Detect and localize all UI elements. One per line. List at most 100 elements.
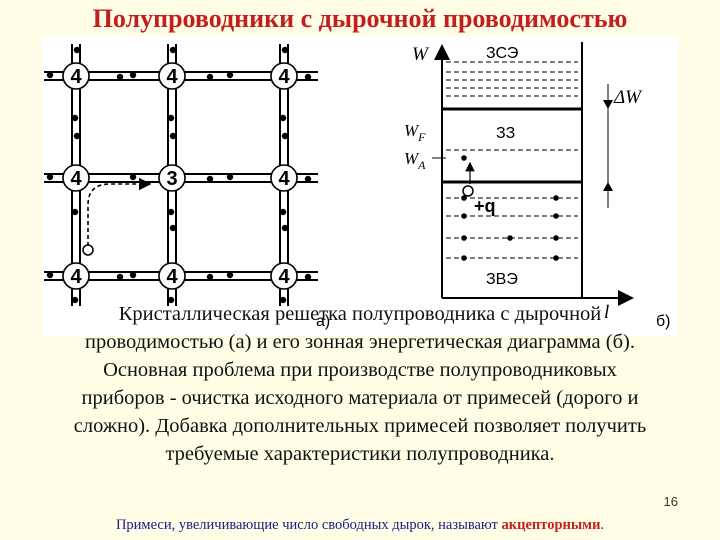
lattice-atom-circle: [62, 164, 90, 192]
lattice-atom: 4: [270, 262, 298, 290]
bond-electron: [279, 296, 287, 304]
hole-path: [87, 177, 152, 246]
bond-electron: [279, 114, 287, 122]
bond-electron: [116, 273, 124, 281]
bond-electron: [129, 173, 137, 181]
bond-electron: [129, 271, 137, 279]
bond-electron: [167, 208, 175, 216]
caption-line-5: сложно). Добавка дополнительных примесей…: [73, 415, 647, 437]
lattice-panel-label: а): [316, 313, 330, 330]
band-panel-label: б): [656, 313, 671, 330]
bond-electron: [281, 132, 289, 140]
acceptor-level-sub: А: [417, 158, 426, 172]
bond-electron: [206, 273, 214, 281]
lattice-atom-circle: [158, 164, 186, 192]
energy-axis-label: W: [412, 44, 430, 65]
acceptor-dots: [461, 155, 467, 161]
bond-electron: [71, 208, 79, 216]
bond-electron: [279, 208, 287, 216]
band-diagram: W l ЗСЭ ЗЗ WF WА +q: [404, 42, 671, 330]
lattice-atom-label: 4: [278, 66, 290, 88]
valence-electron: [461, 255, 467, 261]
footnote-text: Примеси, увеличивающие число свободных д…: [115, 517, 502, 533]
bond-electron: [206, 73, 214, 81]
lattice-atom-circle: [62, 62, 90, 90]
caption-line-2: проводимостью (а) и его зонная энергетич…: [85, 331, 635, 353]
lattice-atom: 4: [158, 62, 186, 90]
bond-electron: [129, 71, 137, 79]
hole-marker: [82, 244, 94, 256]
bond-electron: [304, 175, 312, 183]
valence-electron: [553, 255, 559, 261]
lattice-atom: 4: [270, 62, 298, 90]
lattice-atom: 4: [62, 262, 90, 290]
bond-electron: [226, 71, 234, 79]
lattice-atom-label: 4: [70, 168, 82, 190]
caption-line-6: требуемые характеристики полупроводника.: [165, 443, 555, 465]
lattice-atom: 4: [270, 164, 298, 192]
bond-electron: [169, 46, 177, 54]
lattice-atom-label: 4: [278, 266, 290, 288]
crystal-lattice: 4 4 4 4 3 4 4 4 4 а): [44, 44, 330, 330]
caption-line-1: Кристаллическая решетка полупроводника с…: [118, 303, 602, 325]
bond-electron: [169, 132, 177, 140]
lattice-atom-circle: [62, 262, 90, 290]
valence-electron: [553, 213, 559, 219]
lattice-atom-circle: [158, 262, 186, 290]
lattice-atom-circle: [158, 62, 186, 90]
lattice-atom-label: 4: [278, 168, 290, 190]
page-number: 16: [663, 494, 678, 509]
forbidden-band-label: ЗЗ: [496, 125, 515, 142]
fermi-level-label: WF: [404, 121, 426, 144]
bond-electron: [169, 224, 177, 232]
lattice-atom: 4: [62, 62, 90, 90]
valence-electron: [507, 235, 513, 241]
valence-hole: [462, 185, 474, 197]
slide-title: Полупроводники с дырочной проводимостью: [92, 4, 628, 33]
lattice-atom-circle: [270, 164, 298, 192]
bond-electron: [46, 71, 54, 79]
lattice-atom-label: 4: [166, 66, 178, 88]
acceptor-level-label: WА: [404, 149, 426, 172]
bond-electron: [206, 175, 214, 183]
valence-electron: [461, 235, 467, 241]
footnote-emphasis: акцепторными: [501, 517, 601, 533]
bond-electron: [226, 271, 234, 279]
bond-electron: [73, 46, 81, 54]
lattice-atom: 3: [158, 164, 186, 192]
lattice-atom-label: 4: [70, 66, 82, 88]
footnote: Примеси, увеличивающие число свободных д…: [0, 517, 720, 534]
lattice-atom-label: 3: [166, 168, 177, 190]
lattice-atom-label: 4: [70, 266, 82, 288]
bond-electron: [46, 173, 54, 181]
bond-electron: [71, 114, 79, 122]
valence-electron: [461, 213, 467, 219]
valence-electron: [553, 195, 559, 201]
conduction-band-label: ЗСЭ: [486, 45, 518, 62]
bond-electron: [304, 273, 312, 281]
lattice-atom: 4: [158, 262, 186, 290]
bond-electron: [304, 73, 312, 81]
valence-electrons: [461, 195, 559, 261]
valence-band-label: ЗВЭ: [486, 271, 518, 288]
coordinate-axis-label: l: [604, 302, 609, 323]
lattice-atom-circle: [270, 262, 298, 290]
lattice-atom-label: 4: [166, 266, 178, 288]
fermi-level-sub: F: [417, 130, 426, 144]
bond-electron: [116, 73, 124, 81]
valence-electron: [553, 235, 559, 241]
bond-electron: [281, 224, 289, 232]
bond-electrons: [46, 46, 312, 304]
bond-electron: [226, 173, 234, 181]
bond-electron: [73, 132, 81, 140]
bond-electron: [46, 271, 54, 279]
lattice-atom-circle: [270, 62, 298, 90]
gap-arrow-bottom: [603, 182, 613, 191]
bond-electron: [281, 46, 289, 54]
footnote-end: .: [600, 517, 605, 533]
lattice-atom: 4: [62, 164, 90, 192]
caption-line-3: Основная проблема при производстве полуп…: [103, 359, 617, 381]
valence-band-levels: [446, 197, 578, 259]
lattice-atoms: 4 4 4 4 3 4 4 4 4: [62, 62, 298, 290]
